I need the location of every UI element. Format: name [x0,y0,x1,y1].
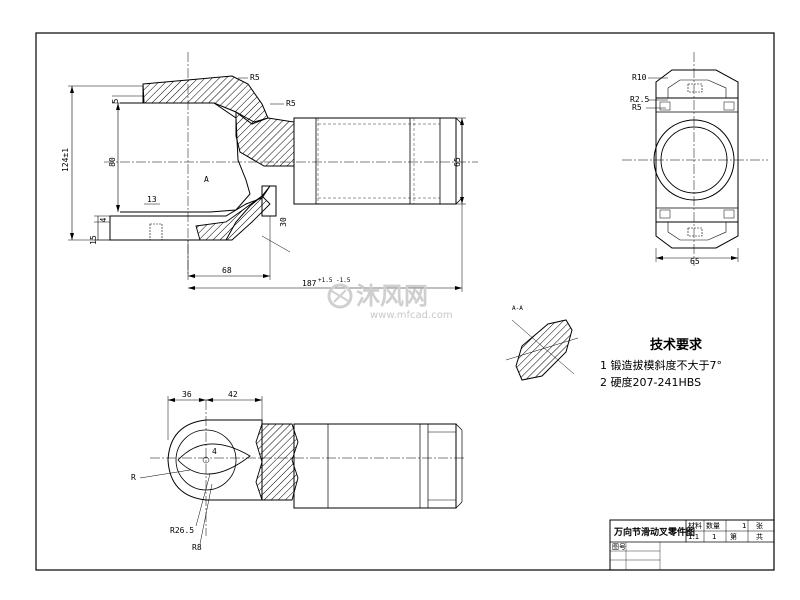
side-bore-inner [660,126,728,194]
section-marker-a: A [204,175,209,184]
watermark: 沐风网 www.mfcad.com [327,282,453,321]
side-dim-width: 65 [690,257,700,266]
section-label: A-A [512,305,523,312]
plan-shaft [293,423,457,509]
dim-bore: 65 [453,157,462,167]
side-radius-mid: R2.5 [630,95,649,104]
side-bore-outer [653,119,735,201]
plan-transition-section [255,423,299,501]
title-mark-label: 图号 [612,543,626,551]
plan-fork-head [167,419,263,501]
section-view: A-A [505,305,579,381]
section-profile [515,319,573,381]
shaft-body [293,117,457,205]
fork-top-section [142,75,269,125]
tech-title: 技术要求 [650,337,703,353]
dim-length: 187 [302,279,317,288]
radius-r2: R5 [286,99,296,108]
plan-view: 36 42 4 R R26.5 R8 [131,390,466,552]
dim-thickness: 4 [99,217,108,222]
side-radius-top: R10 [632,73,647,82]
watermark-url: www.mfcad.com [370,310,453,321]
tech-item-2: 2 硬度207-241HBS [600,375,701,389]
title-material-label: 材料 [688,521,702,530]
title-sheet-current: 1 [712,533,716,541]
dim-top-step: 5 [111,98,120,103]
plan-radius-large: R [131,473,136,482]
fork-neck-section [235,111,295,167]
main-view: 124±1 80 5 65 4 15 13 30 6 [61,52,478,292]
title-page-word: 第 [730,532,737,541]
dim-step: 30 [279,217,288,227]
title-block: 万向节滑动叉零件图 材料 数量 1 张 1:1 1 第 共 图号 [609,519,775,571]
plan-dim-right: 42 [228,390,238,399]
plan-dim-left: 36 [182,390,192,399]
plan-radius-small: R8 [192,543,202,552]
watermark-brand: 沐风网 [356,282,428,310]
plan-dim-small: 4 [212,447,217,456]
tech-requirements: 技术要求 1 锻造拔模斜度不大于7° 2 硬度207-241HBS [600,337,722,389]
plan-radius-hole: R26.5 [170,526,194,535]
radius-r1: R5 [250,73,260,82]
title-sheet-word: 张 [756,521,763,530]
dim-hole-offset: 68 [222,266,232,275]
fork-bottom-section [195,195,271,241]
tech-item-1: 1 锻造拔模斜度不大于7° [600,358,722,372]
title-scale: 1:1 [688,533,699,541]
dim-inner-height: 80 [108,157,117,167]
title-part-name: 万向节滑动叉零件图 [613,526,695,538]
title-total-word: 共 [756,532,763,541]
dim-length-tol: +1.5 -1.5 [318,277,351,284]
dim-overall-height: 124±1 [61,148,70,172]
watermark-logo [327,283,353,309]
side-radius-small: R5 [632,103,642,112]
dim-lug: 13 [147,195,157,204]
title-sheet-total: 1 [742,522,746,530]
plan-hole [175,429,237,491]
side-view: R10 R2.5 R5 65 [622,52,768,266]
dim-bottom: 15 [89,235,98,245]
title-quantity-label: 数量 [706,521,720,530]
drawing-border [35,32,775,571]
side-body [655,97,739,223]
